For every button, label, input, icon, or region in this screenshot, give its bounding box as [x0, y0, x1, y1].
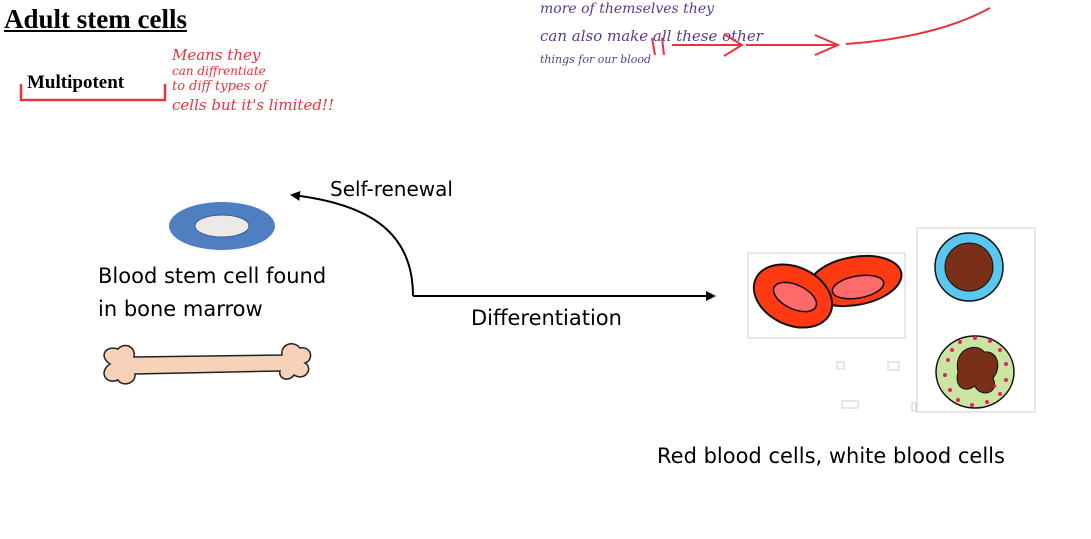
handwritten-note-line: to diff types of [172, 79, 268, 94]
multipotent-label: Multipotent [27, 72, 125, 93]
bone-marrow-label: in bone marrow [98, 297, 263, 321]
handwritten-note-line: more of themselves they [540, 1, 715, 17]
page-title: Adult stem cells [4, 4, 187, 34]
blood-stem-cell-label: Blood stem cell found [98, 264, 327, 288]
annotation-arrow [845, 7, 991, 45]
self-renewal-arrow [290, 190, 414, 297]
annotation-arrow [746, 34, 841, 56]
handwritten-note-line: can also make all these other [540, 27, 763, 45]
handwritten-note-line: cells but it's limited!! [172, 96, 334, 114]
self-renewal-label: Self-renewal [330, 177, 453, 201]
annotation-bracket [19, 84, 167, 102]
differentiation-label: Differentiation [471, 306, 622, 330]
handwritten-note-line: can diffrentiate [172, 64, 266, 78]
handwritten-note-line: Means they [172, 46, 261, 64]
blood-cells-label: Red blood cells, white blood cells [657, 444, 1005, 468]
handwritten-note-line: things for our blood [540, 53, 652, 66]
bone-shape [103, 343, 312, 385]
annotation-underline [651, 37, 665, 56]
annotation-arrow [672, 33, 744, 57]
